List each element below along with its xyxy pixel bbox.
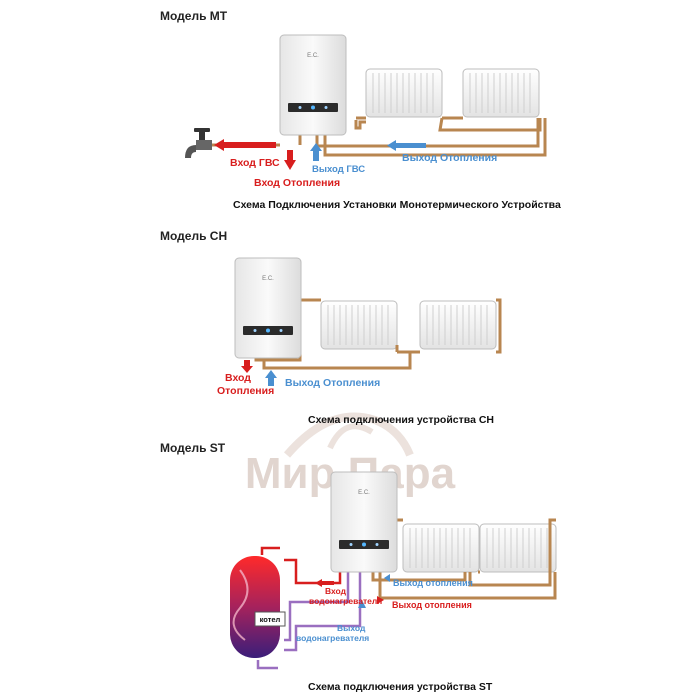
tank-label: котел [260,615,281,624]
boiler-unit [330,471,398,573]
boiler-unit [279,34,347,136]
radiator [419,300,497,350]
section-title: Модель CH [160,229,227,243]
radiator [462,68,540,118]
label-heat-out-top: Выход отопления [393,578,473,588]
flow-arrows [241,360,277,386]
section-mt: Модель МТ [160,9,561,211]
faucet-icon [185,128,212,158]
section-ch: Модель CH Вход Отопления Выход Отопления… [160,229,502,426]
label-heat-in: Вход Отопления [254,177,340,189]
label-wh-in-2: водонагревателя [309,596,382,606]
boiler-unit [234,257,302,359]
caption: Схема подключения устройства CH [308,414,494,426]
caption: Схема Подключения Установки Монотермичес… [233,199,561,211]
flow-arrows [315,574,390,608]
section-title: Модель ST [160,441,226,455]
label-heat-out: Выход Отопления [285,377,380,389]
caption: Схема подключения устройства ST [308,681,493,693]
label-dhw-out: Выход ГВС [312,164,365,175]
pipes [210,116,547,157]
label-heat-out: Выход Отопления [402,152,497,164]
water-heater-tank: котел [230,556,286,658]
radiator [402,523,480,573]
radiator [365,68,443,118]
label-heat-in-1: Вход [225,372,251,384]
flow-arrows [214,139,426,170]
label-dhw-in: Вход ГВС [230,157,280,169]
radiator [479,523,557,573]
label-wh-out-2: водонагревателя [296,633,369,643]
label-wh-out-1: Выход [337,623,366,633]
radiator [320,300,398,350]
section-title: Модель МТ [160,9,228,23]
label-heat-out-bottom: Выход отопления [392,600,472,610]
section-st: Модель ST котел [160,441,557,693]
label-heat-in-2: Отопления [217,385,274,397]
label-wh-in-1: Вход [325,586,347,596]
